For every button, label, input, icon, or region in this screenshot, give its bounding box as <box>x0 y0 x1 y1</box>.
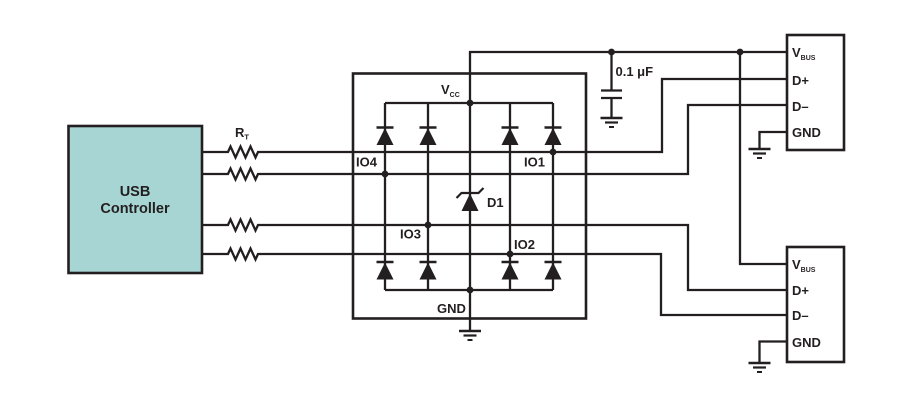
rt-label-sub: T <box>244 133 249 142</box>
connector2-vbus-sub: BUS <box>801 267 816 274</box>
ground-symbol-ic <box>457 329 483 342</box>
zener-triangle <box>461 193 479 211</box>
junction-dot-vcc <box>466 99 474 107</box>
usb-connector-2: VBUS D+ D– GND <box>747 245 846 374</box>
io2-pin-label: IO2 <box>514 237 535 252</box>
usb-connector-2-box <box>785 245 846 364</box>
wire-io3-to-connector2-dplus <box>202 216 787 292</box>
junction-dot-io2 <box>506 250 514 258</box>
junction-dot-col1 <box>381 170 389 178</box>
esd-ic-internals: VCC IO4 IO1 IO3 IO2 D1 GND <box>356 82 563 342</box>
connector2-dminus-label: D– <box>792 308 809 323</box>
vbus-rail-wire <box>468 50 787 103</box>
capacitor-value-label: 0.1 μF <box>616 64 654 79</box>
usb-controller-label-line2: Controller <box>100 201 170 217</box>
zener-cathode-bar <box>455 187 485 199</box>
usb-controller-label-line1: USB <box>120 184 151 200</box>
ground-symbol-capacitor <box>599 116 624 129</box>
junction-dot-io3 <box>424 221 432 229</box>
connector1-gnd-lead <box>758 130 787 149</box>
connector1-dplus-label: D+ <box>792 73 809 88</box>
ground-symbol-connector2 <box>747 361 772 374</box>
rt-resistor-label: RT <box>235 125 249 142</box>
connector1-vbus-sub: BUS <box>801 55 816 62</box>
usb-connector-1: VBUS D+ D– GND <box>747 33 846 160</box>
vcc-label-main: V <box>441 82 450 97</box>
vcc-pin-label: VCC <box>441 82 460 99</box>
usb-controller-box <box>67 124 204 275</box>
connector2-gnd-lead <box>758 340 787 363</box>
connector1-vbus-main: V <box>792 45 801 60</box>
usb-connector-1-box <box>785 33 846 152</box>
vbus-branch-connector2-wire <box>738 52 787 266</box>
ic-gnd-label: GND <box>437 301 466 316</box>
connector2-dplus-label: D+ <box>792 283 809 298</box>
connector1-vbus-label: VBUS <box>792 45 816 62</box>
connector2-vbus-label: VBUS <box>792 257 816 274</box>
connector2-vbus-main: V <box>792 257 801 272</box>
vcc-label-sub: CC <box>450 92 460 99</box>
io4-pin-label: IO4 <box>356 155 378 170</box>
junction-dot-capacitor <box>608 48 615 56</box>
connector2-gnd-label: GND <box>792 335 821 350</box>
zener-diode-d1 <box>455 187 485 211</box>
bypass-capacitor: 0.1 μF <box>599 52 654 129</box>
junction-dot-gnd <box>466 286 474 294</box>
connector1-gnd-label: GND <box>792 125 821 140</box>
usb-controller: USB Controller <box>67 124 204 275</box>
wire-io2-to-connector2-dminus <box>202 245 787 317</box>
io1-pin-label: IO1 <box>524 155 545 170</box>
io3-pin-label: IO3 <box>400 227 421 242</box>
d1-label: D1 <box>487 195 504 210</box>
connector1-dminus-label: D– <box>792 99 809 114</box>
ground-symbol-connector1 <box>747 147 772 160</box>
wire-to-connector1-dminus <box>202 103 787 183</box>
rt-label-main: R <box>235 125 245 140</box>
wire-io4-to-connector1-dplus <box>202 77 787 161</box>
junction-dot-vbus-branch <box>736 48 744 56</box>
signal-wires: RT <box>202 77 787 317</box>
junction-dot-io1 <box>549 148 557 156</box>
